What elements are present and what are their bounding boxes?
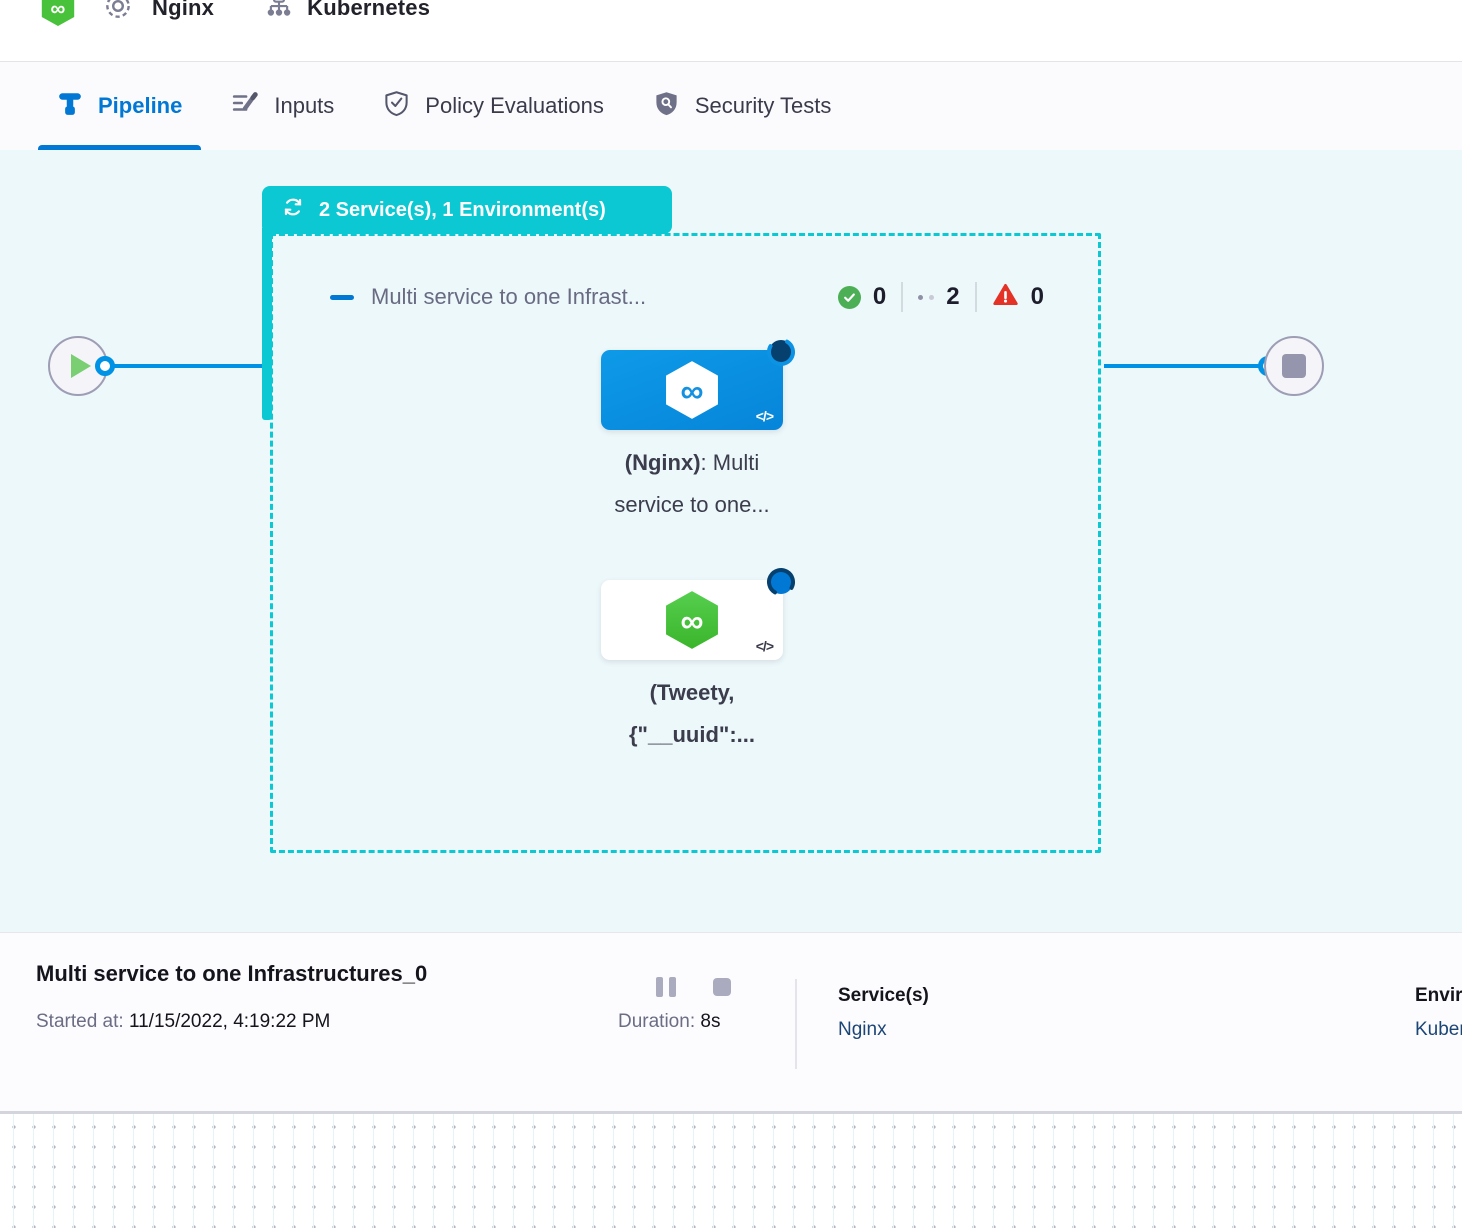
stage-group-accent-bar: [262, 228, 272, 420]
tab-bar: Pipeline Inputs Policy Evaluations: [0, 62, 1462, 150]
harness-logo-white-hex: ∞: [666, 361, 718, 419]
status-separator: [901, 282, 904, 312]
pipeline-canvas: 2 Service(s), 1 Environment(s) Multi ser…: [0, 150, 1462, 932]
duration: Duration: 8s: [618, 1011, 720, 1033]
environments-label: Environment(s): [1415, 985, 1462, 1006]
connector-line-right: [1104, 364, 1268, 368]
execution-summary-bar: Multi service to one Infrastructures_0 S…: [0, 932, 1462, 1111]
stop-icon: [1282, 354, 1306, 378]
svg-text:∞: ∞: [680, 603, 703, 639]
success-count: 0: [872, 283, 887, 310]
services-column: Service(s) Nginx: [838, 985, 929, 1041]
stage-group-badge[interactable]: 2 Service(s), 1 Environment(s): [262, 186, 672, 234]
tab-policy-evaluations[interactable]: Policy Evaluations: [364, 62, 623, 150]
security-shield-icon: [653, 90, 680, 123]
error-triangle-icon: [992, 282, 1019, 313]
play-icon: [70, 354, 91, 378]
running-spinner-badge: [766, 567, 796, 602]
stage-group-badge-label: 2 Service(s), 1 Environment(s): [319, 198, 606, 221]
running-count: 2: [946, 283, 960, 310]
start-connector-dot: [95, 356, 115, 376]
harness-logo-green-hex: ∞: [666, 591, 718, 649]
tab-label: Pipeline: [98, 93, 183, 118]
started-at: Started at: 11/15/2022, 4:19:22 PM: [36, 1011, 330, 1033]
environments-link[interactable]: Kubernetes: [1415, 1019, 1462, 1040]
service-node-nginx-label: (Nginx): Multi service to one...: [614, 450, 770, 517]
duration-label: Duration:: [618, 1011, 696, 1032]
tab-inputs[interactable]: Inputs: [212, 62, 353, 150]
pipeline-icon: [57, 90, 83, 122]
tab-label: Security Tests: [694, 93, 832, 118]
pipeline-name[interactable]: Nginx: [152, 0, 215, 20]
svg-text:∞: ∞: [680, 373, 703, 409]
success-check-icon: [837, 285, 861, 309]
loop-icon: [280, 194, 306, 226]
duration-value: 8s: [695, 1011, 721, 1032]
abort-button[interactable]: [713, 978, 731, 996]
services-link[interactable]: Nginx: [838, 1019, 887, 1040]
connector-line-left: [113, 364, 263, 368]
collapse-icon[interactable]: [330, 294, 354, 300]
code-icon: </>: [755, 408, 774, 424]
active-tab-underline: [38, 145, 202, 150]
end-node[interactable]: [1264, 336, 1324, 396]
stage-header: Multi service to one Infrast... 0 2: [273, 274, 1098, 320]
tab-pipeline[interactable]: Pipeline: [38, 62, 202, 150]
started-at-value: 11/15/2022, 4:19:22 PM: [123, 1011, 331, 1032]
tab-label: Inputs: [274, 93, 335, 118]
service-node-tweety-label: (Tweety, {"__uuid":...: [629, 680, 755, 747]
tab-label: Policy Evaluations: [425, 93, 604, 118]
service-node-nginx[interactable]: ∞ </>: [601, 338, 795, 430]
kubernetes-icon: [264, 0, 294, 27]
svg-text:∞: ∞: [51, 0, 66, 21]
footer-divider: [795, 979, 797, 1069]
gear-icon: [102, 0, 134, 27]
started-at-label: Started at:: [36, 1011, 124, 1032]
console-grid-area[interactable]: [0, 1111, 1462, 1228]
stage-status-cluster: 0 2 0: [837, 282, 1044, 313]
tab-security-tests[interactable]: Security Tests: [634, 62, 851, 150]
policy-shield-icon: [383, 90, 410, 123]
environments-column: Environment(s) Kubernetes: [1415, 985, 1462, 1041]
execution-title: Multi service to one Infrastructures_0: [36, 961, 428, 986]
breadcrumb-bar: ∞ Nginx: [0, 0, 1462, 62]
pause-button[interactable]: [656, 977, 676, 997]
running-spinner-badge: [766, 337, 796, 372]
status-separator: [974, 282, 977, 312]
harness-logo-icon: ∞: [40, 0, 76, 27]
code-icon: </>: [755, 638, 774, 654]
stage-title[interactable]: Multi service to one Infrast...: [371, 284, 647, 309]
inputs-icon: [231, 90, 259, 122]
environment-name[interactable]: Kubernetes: [307, 0, 431, 20]
service-node-tweety[interactable]: ∞ </>: [601, 568, 795, 660]
running-icon: [918, 294, 935, 300]
services-label: Service(s): [838, 985, 929, 1006]
failed-count: 0: [1030, 283, 1044, 310]
stage-group-container: Multi service to one Infrast... 0 2: [270, 233, 1101, 853]
